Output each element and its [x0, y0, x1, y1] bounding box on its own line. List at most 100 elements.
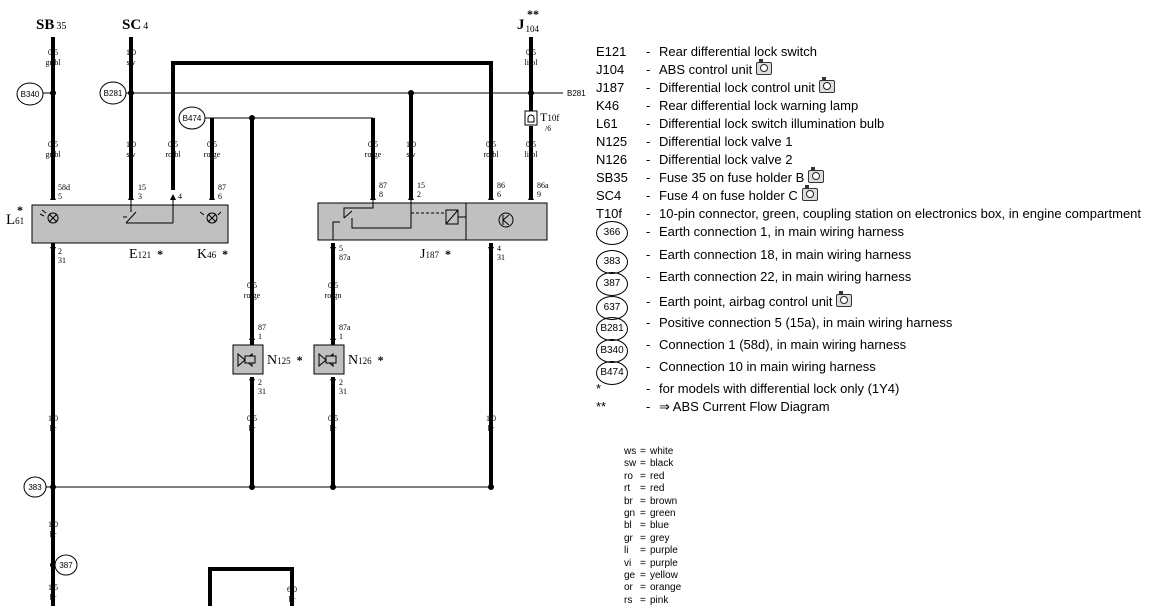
svg-text:8: 8: [379, 190, 383, 199]
camera-icon[interactable]: [801, 185, 818, 201]
camera-icon[interactable]: [818, 77, 835, 93]
j187-label: J187*: [420, 247, 451, 262]
footnote-row: *-for models with differential lock only…: [596, 381, 900, 396]
svg-text:br: br: [488, 424, 495, 433]
svg-text:86: 86: [497, 181, 505, 190]
color-code-key: ws=white sw=black ro=red rt=red br=brown…: [624, 446, 714, 607]
color-code-row: bl=blue: [624, 520, 669, 532]
svg-text:5: 5: [339, 244, 343, 253]
svg-text:1,0: 1,0: [406, 140, 416, 149]
svg-text:0,5: 0,5: [207, 140, 217, 149]
camera-icon[interactable]: [808, 167, 825, 183]
j104-label: J104: [517, 17, 540, 34]
junction-dots: [50, 90, 534, 568]
svg-text:387: 387: [59, 561, 73, 570]
svg-text:ro/gn: ro/gn: [325, 291, 342, 300]
valve-n126: [313, 344, 345, 375]
svg-text:31: 31: [339, 387, 347, 396]
svg-text:0,5: 0,5: [247, 281, 257, 290]
svg-text:br: br: [249, 424, 256, 433]
k46-label: K46*: [197, 247, 228, 262]
svg-text:br: br: [50, 593, 57, 602]
connection-b474: B474: [178, 106, 206, 130]
svg-text:3: 3: [138, 192, 142, 201]
color-code-row: ro=red: [624, 470, 665, 482]
svg-text:6: 6: [497, 190, 501, 199]
color-code-row: vi=purple: [624, 557, 678, 569]
earth-legend-row: B281-Positive connection 5 (15a), in mai…: [596, 315, 1162, 341]
electronic-module-icon: [498, 212, 514, 228]
svg-text:ro/ge: ro/ge: [365, 150, 382, 159]
color-code-row: gr=grey: [624, 532, 670, 544]
color-code-row: li=purple: [624, 545, 678, 557]
earth-badge: B474: [596, 361, 628, 385]
valve-n125: [232, 344, 264, 375]
n125-label: N125*: [267, 353, 303, 368]
earth-legend-row: 383-Earth connection 18, in main wiring …: [596, 247, 1162, 274]
svg-text:1: 1: [339, 332, 343, 341]
svg-text:2: 2: [258, 378, 262, 387]
svg-text:0,5: 0,5: [247, 414, 257, 423]
legend-row: T10f-10-pin connector, green, coupling s…: [596, 206, 1142, 221]
svg-text:0,5: 0,5: [526, 48, 536, 57]
svg-text:31: 31: [258, 387, 266, 396]
component-legend: E121-Rear differential lock switch J104-…: [596, 44, 1162, 417]
bulb-icon: [47, 212, 59, 224]
earth-387: 387: [53, 554, 78, 576]
svg-text:4: 4: [178, 192, 182, 201]
svg-text:B340: B340: [21, 90, 40, 99]
svg-text:li/bl: li/bl: [525, 150, 539, 159]
svg-text:58d: 58d: [58, 183, 70, 192]
svg-text:gr/bl: gr/bl: [45, 150, 61, 159]
svg-text:0,5: 0,5: [328, 414, 338, 423]
svg-text:87: 87: [218, 183, 226, 192]
svg-text:sw: sw: [127, 150, 136, 159]
svg-text:15: 15: [138, 183, 146, 192]
svg-text:ro/ge: ro/ge: [244, 291, 261, 300]
svg-text:B474: B474: [183, 114, 202, 123]
svg-text:br: br: [330, 424, 337, 433]
svg-text:2: 2: [339, 378, 343, 387]
svg-text:6,0: 6,0: [287, 585, 297, 594]
svg-text:br: br: [289, 595, 296, 604]
legend-row: SC4-Fuse 4 on fuse holder C: [596, 185, 1162, 206]
svg-text:0,5: 0,5: [168, 140, 178, 149]
l61-label: L61: [6, 212, 24, 228]
l61-e121-k46-box: [31, 204, 229, 244]
earth-legend-row: 387-Earth connection 22, in main wiring …: [596, 269, 1162, 296]
svg-text:6: 6: [218, 192, 222, 201]
svg-text:ro/bl: ro/bl: [483, 150, 499, 159]
svg-text:sw: sw: [127, 58, 136, 67]
switch-icon: [123, 200, 174, 224]
color-code-row: rs=pink: [624, 594, 669, 606]
legend-row: J104-ABS control unit: [596, 59, 1162, 80]
svg-text:br: br: [50, 424, 57, 433]
color-code-row: gn=green: [624, 507, 676, 519]
color-code-row: ws=white: [624, 446, 674, 457]
svg-text:1,0: 1,0: [126, 140, 136, 149]
svg-text:1,0: 1,0: [126, 48, 136, 57]
warning-lamp-icon: [206, 212, 218, 224]
svg-text:4: 4: [497, 244, 501, 253]
earth-legend-row: 366-Earth connection 1, in main wiring h…: [596, 221, 1162, 247]
svg-text:0,5: 0,5: [526, 140, 536, 149]
svg-text:2: 2: [417, 190, 421, 199]
svg-text:ro/bl: ro/bl: [165, 150, 181, 159]
pin-arrows: [50, 194, 534, 385]
svg-text:0,5: 0,5: [486, 140, 496, 149]
camera-icon[interactable]: [836, 291, 853, 307]
svg-text:383: 383: [28, 483, 42, 492]
connection-b281-right: B281: [567, 89, 586, 98]
camera-icon[interactable]: [756, 59, 773, 75]
earth-383: 383: [23, 476, 47, 498]
svg-text:15: 15: [417, 181, 425, 190]
abs-diagram-link[interactable]: ⇒ ABS Current Flow Diagram: [659, 399, 830, 414]
svg-text:87a: 87a: [339, 323, 351, 332]
earth-legend-row: B474-Connection 10 in main wiring harnes…: [596, 359, 1162, 385]
connection-b340: B340: [16, 82, 53, 106]
svg-text:87a: 87a: [339, 253, 351, 262]
svg-text:1,0: 1,0: [48, 414, 58, 423]
svg-text:86a: 86a: [537, 181, 549, 190]
